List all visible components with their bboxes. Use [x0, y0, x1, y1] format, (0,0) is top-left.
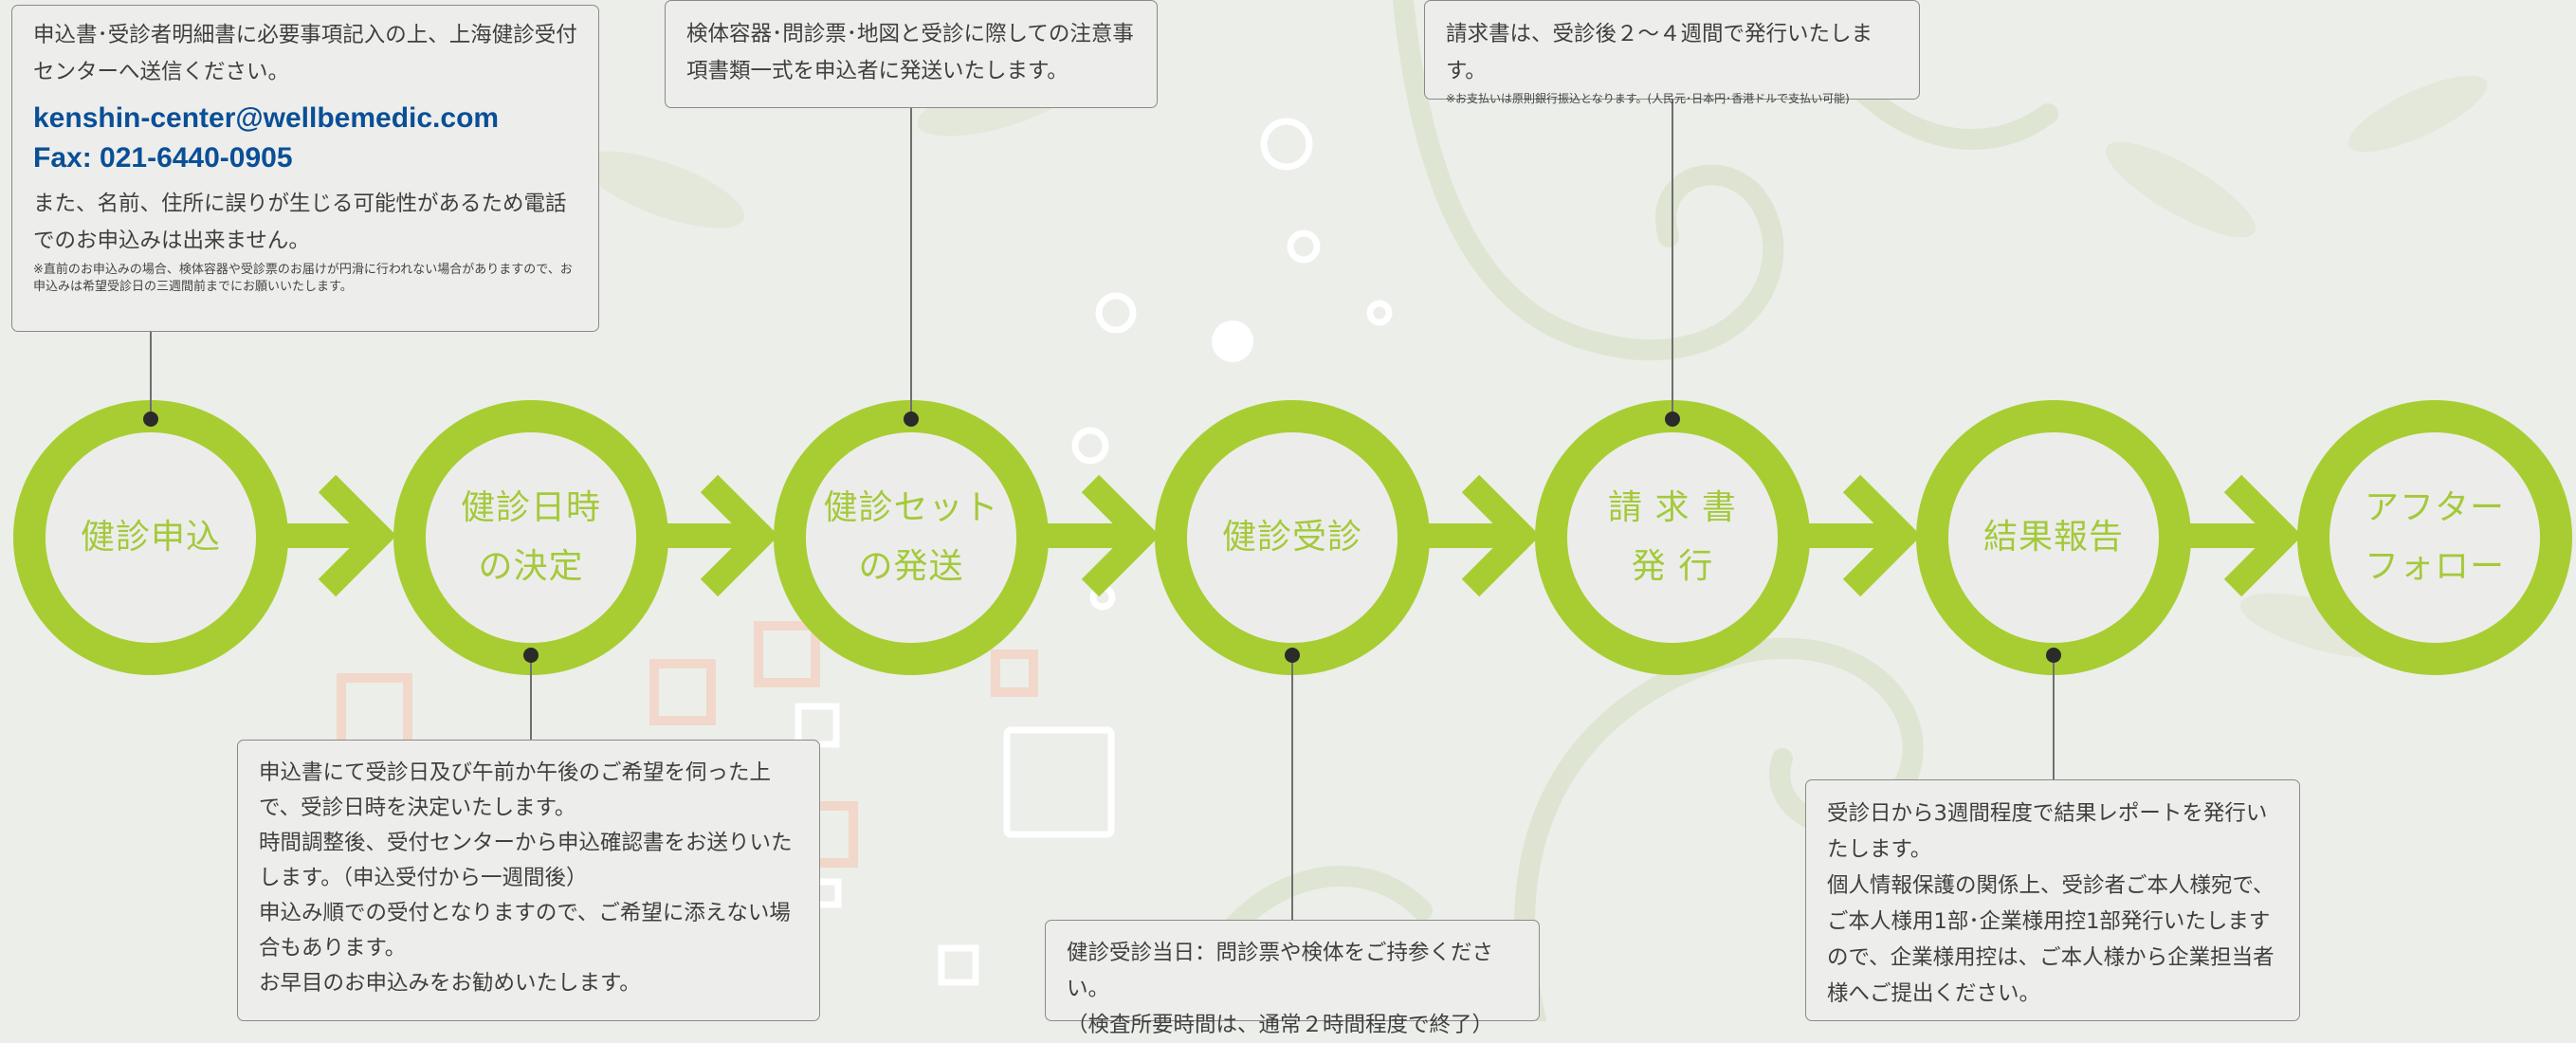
step-apply-label: 健診申込 — [80, 518, 221, 557]
note-exam: 健診受診当日：問診票や検体をご持参ください。 （検査所要時間は、通常２時間程度で… — [1045, 920, 1540, 1037]
connector-dot-shipping — [904, 412, 919, 427]
step-results-label: 結果報告 — [1982, 518, 2124, 557]
step-shipping: 健診セット の発送 — [774, 400, 1049, 675]
note-billing-text: 請求書は、受診後２～４週間で発行いたします。 — [1446, 22, 1873, 83]
note-shipping-text: 検体容器･問診票･地図と受診に際しての注意事項書類一式を申込者に発送いたします。 — [686, 22, 1134, 83]
note-apply-fax: Fax: 021-6440-0905 — [33, 142, 293, 174]
connector-dot-exam — [1285, 648, 1300, 663]
connector-line-schedule — [530, 654, 532, 740]
connector-line-results — [2053, 654, 2055, 779]
note-billing: 請求書は、受診後２～４週間で発行いたします。 ※お支払いは原則銀行振込となります… — [1424, 0, 1920, 105]
step-schedule: 健診日時 の決定 — [393, 400, 668, 675]
note-apply-small: ※直前のお申込みの場合、検体容器や受診票のお届けが円滑に行われない場合があります… — [33, 263, 573, 294]
step-exam-label: 健診受診 — [1221, 518, 1362, 557]
step-schedule-label: 健診日時 の決定 — [460, 488, 601, 586]
connector-dot-schedule — [523, 648, 539, 663]
connector-dot-results — [2046, 648, 2061, 663]
flow-diagram: 健診申込 健診日時 の決定 健診セット の発送 健診受診 請 求 書 発 行 結… — [11, 0, 2572, 1037]
note-apply: 申込書･受診者明細書に必要事項記入の上、上海健診受付センターへ送信ください。 k… — [11, 5, 599, 332]
connector-dot-billing — [1665, 412, 1680, 427]
step-billing: 請 求 書 発 行 — [1535, 400, 1810, 675]
step-billing-label: 請 求 書 発 行 — [1608, 488, 1737, 586]
note-schedule-line4: お早目のお申込みをお勧めいたします。 — [259, 971, 641, 996]
connector-dot-apply — [143, 412, 158, 427]
note-shipping: 検体容器･問診票･地図と受診に際しての注意事項書類一式を申込者に発送いたします。 — [665, 0, 1158, 108]
note-schedule-line2: 時間調整後、受付センターから申込確認書をお送りいたします。（申込受付から一週間後… — [259, 831, 793, 890]
step-apply: 健診申込 — [13, 400, 288, 675]
step-results: 結果報告 — [1916, 400, 2191, 675]
note-schedule-line1: 申込書にて受診日及び午前か午後のご希望を伺った上で、受診日時を決定いたします。 — [259, 760, 772, 820]
note-exam-line1: 健診受診当日：問診票や検体をご持参ください。 — [1067, 941, 1494, 1001]
note-billing-small: ※お支払いは原則銀行振込となります。(人民元･日本円･香港ドルで支払い可能) — [1446, 92, 1850, 105]
connector-line-apply — [150, 331, 152, 419]
step-aftercare: アフター フォロー — [2297, 400, 2572, 675]
connector-line-shipping — [910, 107, 912, 419]
connector-line-exam — [1291, 654, 1293, 922]
step-aftercare-label: アフター フォロー — [2364, 488, 2505, 586]
note-apply-email: kenshin-center@wellbemedic.com — [33, 102, 500, 134]
note-schedule: 申込書にて受診日及び午前か午後のご希望を伺った上で、受診日時を決定いたします。 … — [237, 740, 820, 1021]
connector-line-billing — [1672, 99, 1673, 419]
step-shipping-label: 健診セット の発送 — [823, 488, 999, 586]
note-apply-text: 申込書･受診者明細書に必要事項記入の上、上海健診受付センターへ送信ください。 — [33, 23, 577, 84]
note-results-line1: 受診日から3週間程度で結果レポートを発行いたします。 — [1827, 801, 2268, 862]
note-apply-text2: また、名前、住所に誤りが生じる可能性があるため電話でのお申込みは出来ません。 — [33, 192, 567, 253]
note-schedule-line3: 申込み順での受付となりますので、ご希望に添えない場合もあります。 — [259, 901, 791, 961]
note-results-line2: 個人情報保護の関係上、受診者ご本人様宛で、ご本人様用1部･企業様用控1部発行いた… — [1827, 873, 2275, 1006]
note-exam-line2: （検査所要時間は、通常２時間程度で終了） — [1067, 1013, 1494, 1037]
step-exam: 健診受診 — [1155, 400, 1430, 675]
note-results: 受診日から3週間程度で結果レポートを発行いたします。 個人情報保護の関係上、受診… — [1805, 779, 2300, 1021]
